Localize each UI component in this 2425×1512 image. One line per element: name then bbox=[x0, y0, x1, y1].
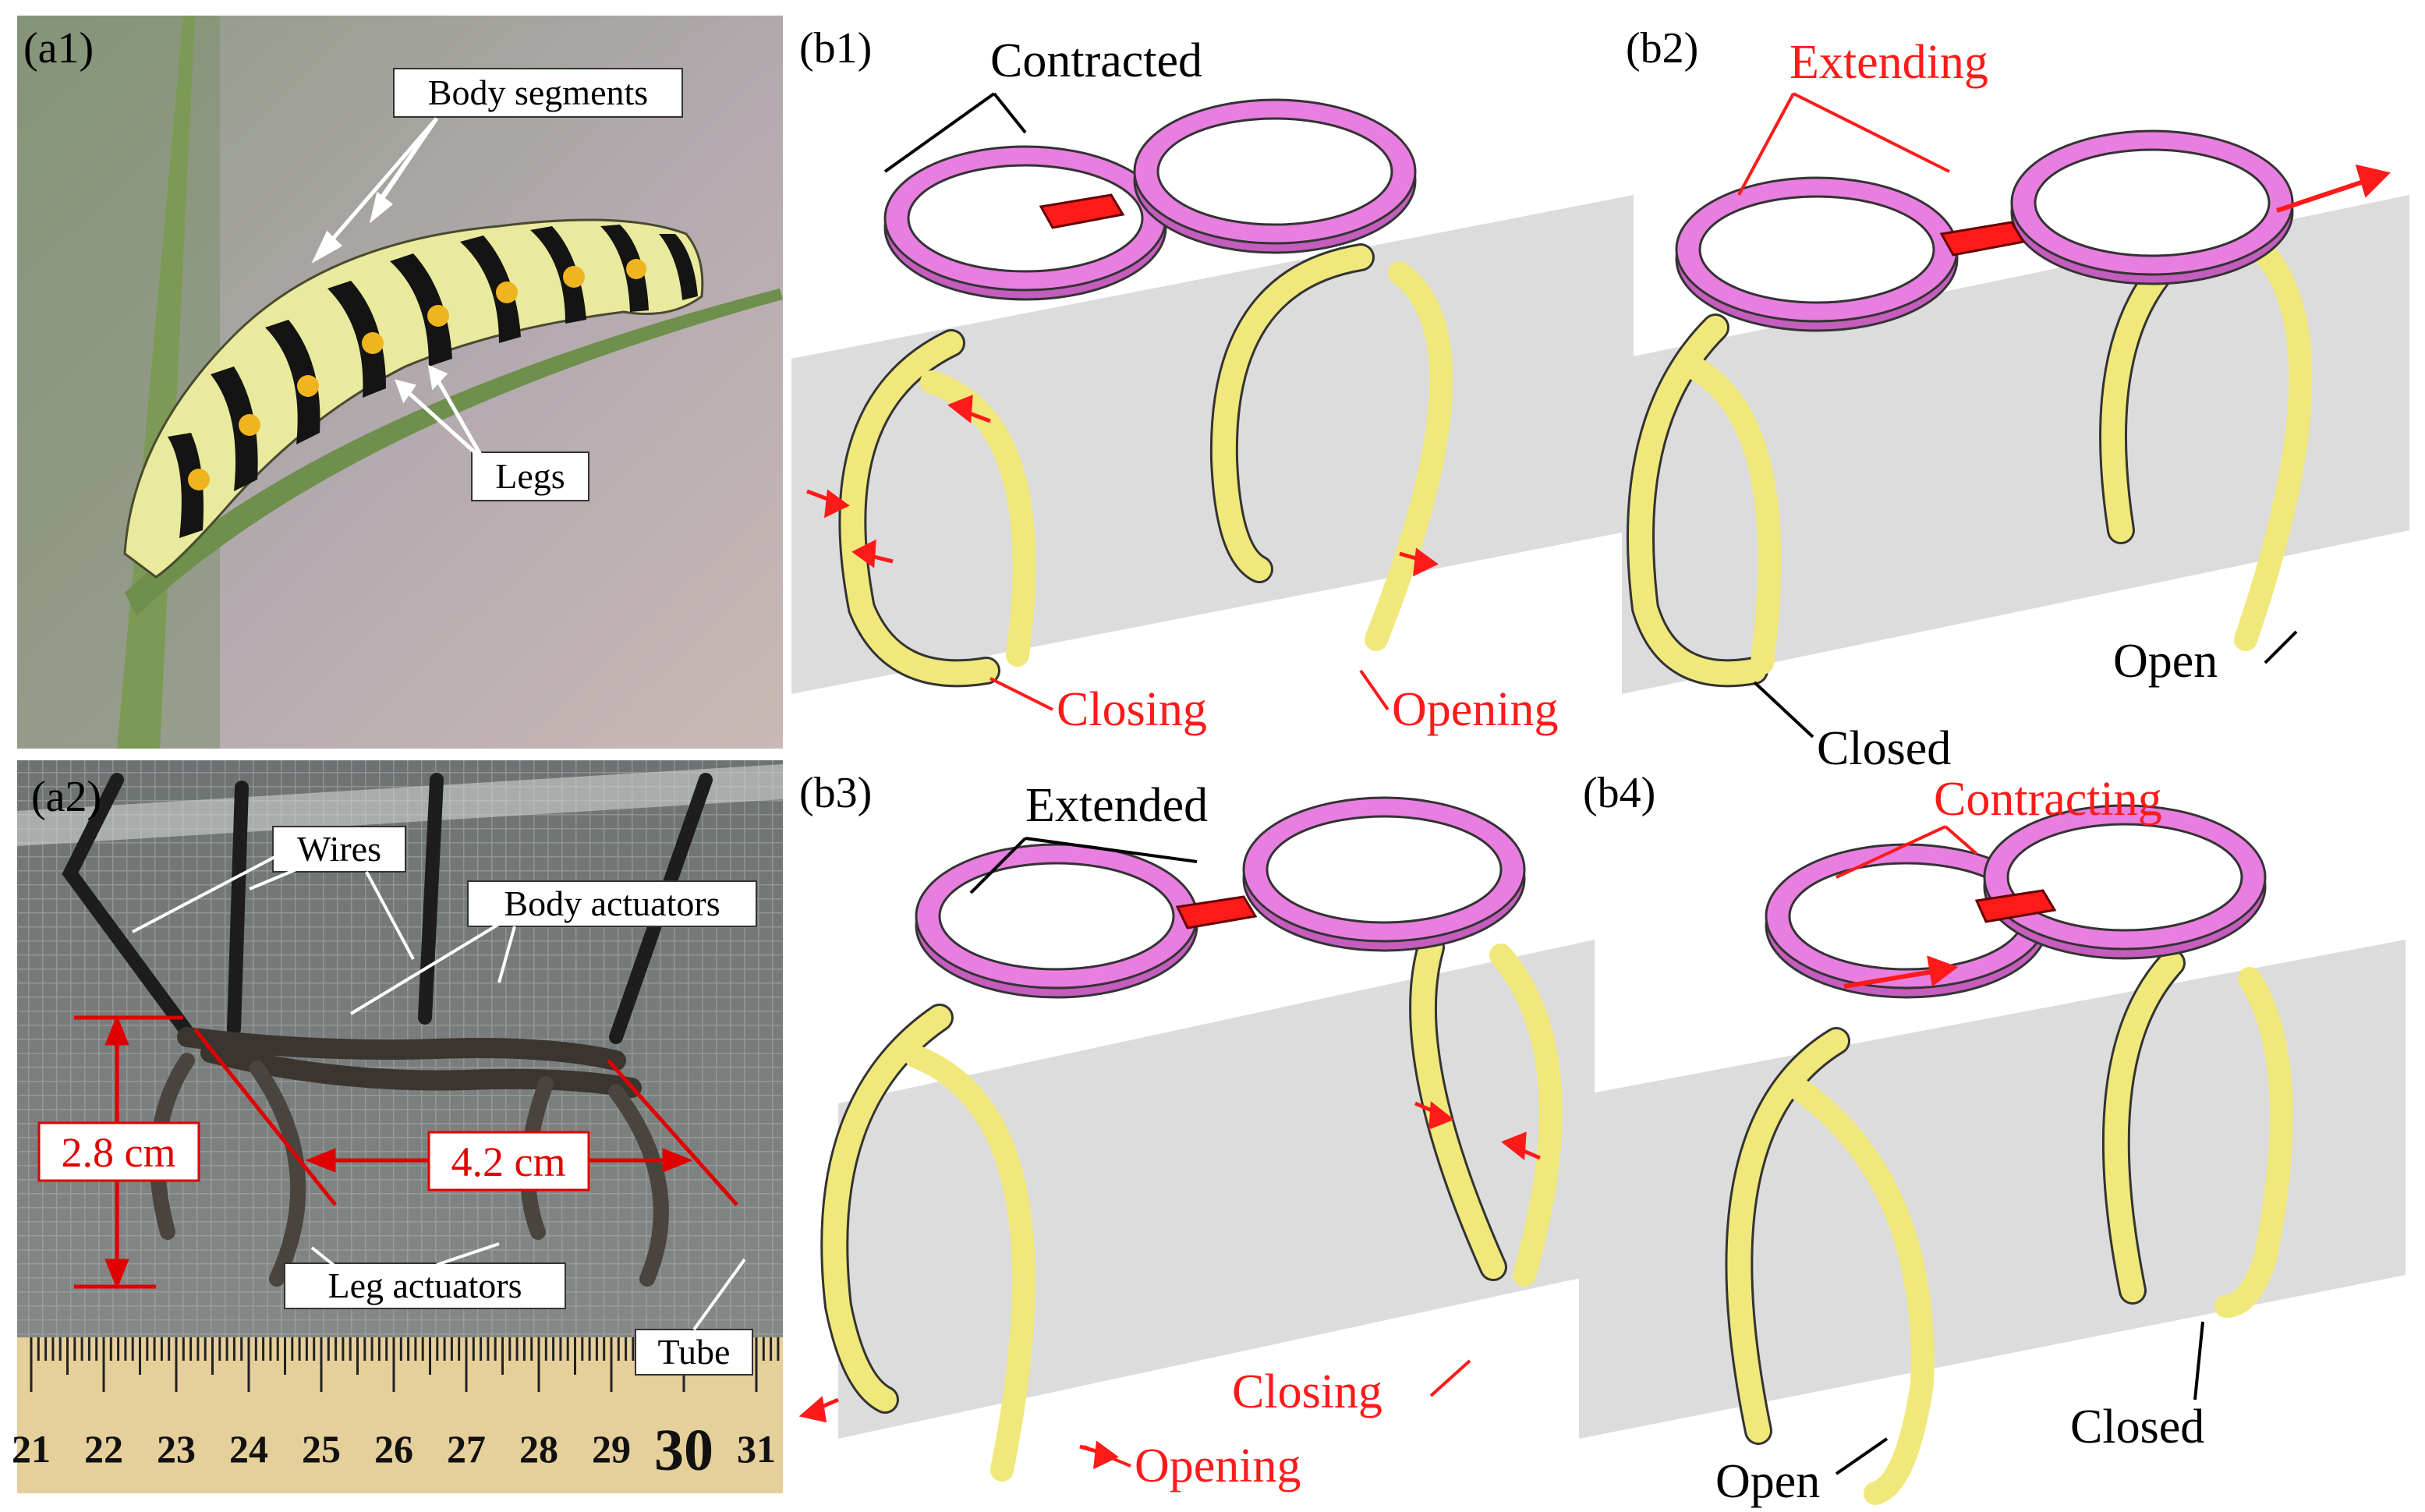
ruler-number: 30 bbox=[654, 1418, 713, 1483]
extension-arrow-b2 bbox=[2276, 164, 2391, 213]
segment-right-b1 bbox=[1133, 98, 1417, 254]
body-actuators-label: Body actuators bbox=[504, 883, 720, 923]
legs-b1-fill bbox=[841, 246, 1453, 685]
a2-annotation-arrows bbox=[132, 852, 746, 1331]
ruler-numbers: 21 22 23 24 25 26 27 28 29 30 31 bbox=[12, 1418, 776, 1483]
actuator-block-b1 bbox=[1039, 193, 1125, 229]
left-action-b4: Open bbox=[1715, 1455, 1820, 1508]
state-leaders-b1 bbox=[883, 92, 1027, 173]
actuator-block-b2 bbox=[1939, 221, 2026, 257]
height-dimension: 2.8 cm bbox=[62, 1129, 176, 1176]
actuator-block-b3 bbox=[1175, 895, 1258, 930]
state-label-b2: Extending bbox=[1790, 36, 1988, 89]
segment-right-b3 bbox=[1242, 796, 1526, 952]
segment-right-b2 bbox=[2010, 129, 2294, 285]
body-actuators bbox=[177, 1027, 642, 1098]
panel-b1: (b1) Contracted Closing Opening bbox=[791, 24, 1634, 736]
ruler-number: 31 bbox=[737, 1427, 776, 1471]
motion-arrows-b1 bbox=[806, 395, 1439, 577]
tube-label: Tube bbox=[658, 1332, 731, 1372]
segment-right-b4 bbox=[1983, 804, 2267, 960]
action-leaders-b1 bbox=[989, 669, 1390, 711]
ruler-number: 27 bbox=[447, 1427, 486, 1471]
plant-stem bbox=[117, 16, 195, 749]
left-action-b2: Closed bbox=[1817, 722, 1951, 775]
state-leaders-b4 bbox=[1836, 825, 1978, 879]
body-segments-arrows bbox=[311, 117, 439, 264]
ruler-number: 22 bbox=[84, 1427, 123, 1471]
ruler-number: 29 bbox=[592, 1427, 631, 1471]
ruler-number: 21 bbox=[12, 1427, 51, 1471]
segment-left-b1 bbox=[883, 145, 1167, 301]
right-action-b1: Opening bbox=[1392, 683, 1559, 736]
segment-left-b2 bbox=[1675, 176, 1959, 332]
tube-edge bbox=[17, 764, 783, 846]
panel-a2: 21 22 23 24 25 26 27 28 29 30 31 (a2) Wires Body a… bbox=[12, 760, 783, 1493]
wires-label-box bbox=[272, 826, 406, 873]
state-leaders-b2 bbox=[1737, 92, 1950, 196]
length-dimension: 4.2 cm bbox=[451, 1138, 566, 1185]
action-leaders-b2 bbox=[1753, 630, 2298, 738]
panel-b4-tag: (b4) bbox=[1583, 769, 1655, 817]
body-segments-label: Body segments bbox=[428, 73, 648, 112]
legs-label: Legs bbox=[495, 456, 565, 496]
actuator-block-b4 bbox=[1974, 889, 2057, 923]
panel-a1-tag: (a1) bbox=[23, 24, 94, 73]
right-action-b3: Closing bbox=[1232, 1365, 1382, 1418]
action-leaders-b3 bbox=[1083, 1359, 1471, 1468]
length-dimension-box bbox=[427, 1131, 590, 1192]
ruler-number: 25 bbox=[302, 1427, 341, 1471]
right-action-b2: Open bbox=[2113, 635, 2218, 688]
left-action-b1: Closing bbox=[1057, 683, 1207, 736]
legs-b3-fill bbox=[823, 936, 1563, 1482]
state-label-b1: Contracted bbox=[990, 34, 1202, 87]
segment-left-b3 bbox=[915, 843, 1198, 999]
panel-b1-tag: (b1) bbox=[799, 24, 872, 73]
leg-actuators-label: Leg actuators bbox=[327, 1266, 522, 1305]
panel-b3-tag: (b3) bbox=[799, 769, 872, 817]
state-leaders-b3 bbox=[969, 837, 1198, 894]
panel-b4: (b4) Contracting Open Closed bbox=[1579, 769, 2406, 1508]
panel-a1: (a1) Body segments Legs bbox=[17, 16, 783, 749]
height-dimension-box bbox=[37, 1121, 200, 1182]
state-label-b3: Extended bbox=[1025, 779, 1208, 832]
ruler-number: 26 bbox=[374, 1427, 413, 1471]
body-segments-label-box bbox=[393, 68, 683, 118]
action-leaders-b4 bbox=[1835, 1321, 2204, 1475]
legs-b4-fill bbox=[1727, 951, 2293, 1505]
left-action-b3: Opening bbox=[1135, 1439, 1301, 1493]
body-actuators-label-box bbox=[467, 880, 757, 927]
panel-b2: (b2) Extending Closed Open bbox=[1622, 24, 2409, 775]
ruler-number: 24 bbox=[229, 1427, 268, 1471]
panel-a2-tag: (a2) bbox=[31, 773, 101, 821]
right-action-b4: Closed bbox=[2070, 1400, 2204, 1454]
wires bbox=[62, 773, 713, 1044]
contraction-arrow-b4 bbox=[1843, 955, 1959, 989]
tube-label-box bbox=[635, 1329, 753, 1376]
ruler-number: 28 bbox=[519, 1427, 558, 1471]
ruler-number: 23 bbox=[157, 1427, 196, 1471]
panel-b3: (b3) Extended Opening Closing bbox=[798, 769, 1595, 1493]
state-label-b4: Contracting bbox=[1934, 773, 2162, 826]
legs-arrows bbox=[395, 364, 486, 462]
wires-label: Wires bbox=[297, 829, 381, 869]
panel-b2-tag: (b2) bbox=[1626, 24, 1698, 73]
legs-label-box bbox=[471, 451, 589, 501]
tube-b4 bbox=[1579, 940, 2406, 1439]
caterpillar bbox=[123, 218, 704, 579]
leg-actuators-label-box bbox=[284, 1262, 566, 1309]
